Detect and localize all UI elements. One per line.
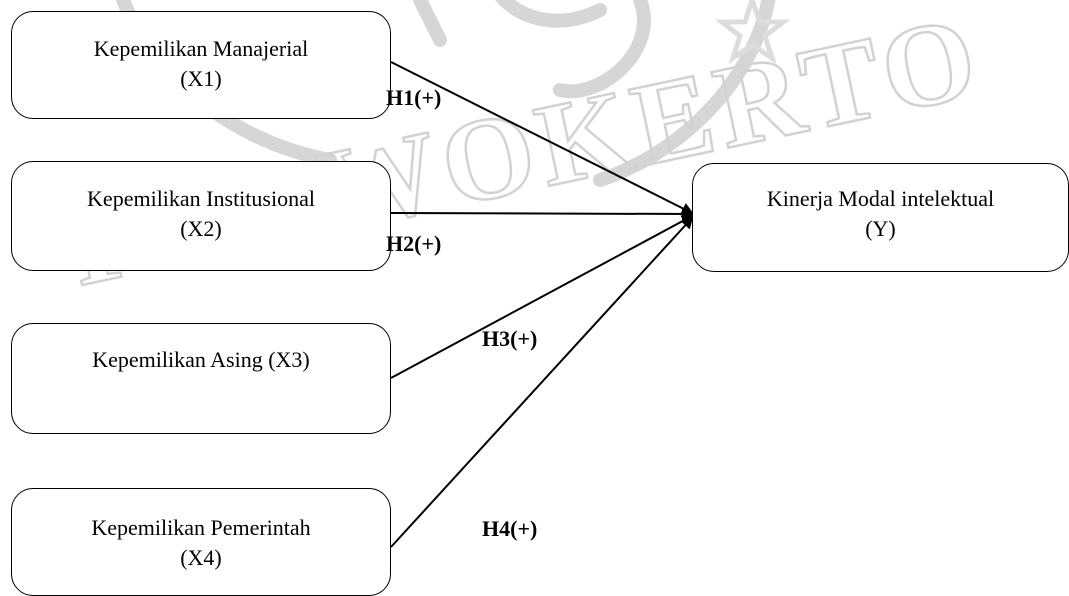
hypothesis-label-h3: H3(+)	[482, 326, 537, 352]
hypothesis-code: H	[482, 326, 500, 351]
path-x4-to-y	[390, 216, 694, 548]
hypothesis-code: H	[386, 85, 404, 110]
seal-star	[714, 0, 791, 65]
hypothesis-sign: (+)	[414, 85, 442, 110]
hypothesis-sign: (+)	[414, 231, 442, 256]
path-x1-to-y	[390, 61, 694, 214]
variable-code: (X4)	[180, 545, 222, 570]
variable-box-x3: Kepemilikan Asing (X3)	[11, 323, 391, 434]
path-x3-to-y	[390, 215, 694, 379]
hypothesis-label-h4: H4(+)	[482, 516, 537, 542]
variable-name: Kepemilikan Asing (X3)	[92, 347, 310, 372]
variable-code: (X1)	[180, 66, 222, 91]
variable-name: Kinerja Modal intelektual	[766, 186, 995, 211]
variable-code: (Y)	[865, 216, 896, 241]
hypothesis-number: 3	[499, 326, 511, 351]
path-x2-to-y	[390, 207, 694, 220]
variable-box-x2: Kepemilikan Institusional (X2)	[11, 161, 391, 271]
variable-name: Kepemilikan Institusional	[87, 186, 315, 211]
hypothesis-sign: (+)	[510, 326, 538, 351]
hypothesis-number: 1	[403, 85, 415, 110]
variable-code: (X2)	[180, 216, 222, 241]
variable-name: Kepemilikan Manajerial	[93, 36, 309, 61]
variable-name: Kepemilikan Pemerintah	[91, 515, 311, 540]
hypothesis-number: 2	[403, 231, 415, 256]
hypothesis-label-h2: H2(+)	[386, 231, 441, 257]
variable-box-x4: Kepemilikan Pemerintah (X4)	[11, 488, 391, 596]
variable-box-y: Kinerja Modal intelektual (Y)	[692, 163, 1069, 272]
hypothesis-code: H	[386, 231, 404, 256]
hypothesis-code: H	[482, 516, 500, 541]
variable-box-x1: Kepemilikan Manajerial (X1)	[11, 11, 391, 119]
hypothesis-sign: (+)	[510, 516, 538, 541]
hypothesis-number: 4	[499, 516, 511, 541]
hypothesis-label-h1: H1(+)	[386, 85, 441, 111]
